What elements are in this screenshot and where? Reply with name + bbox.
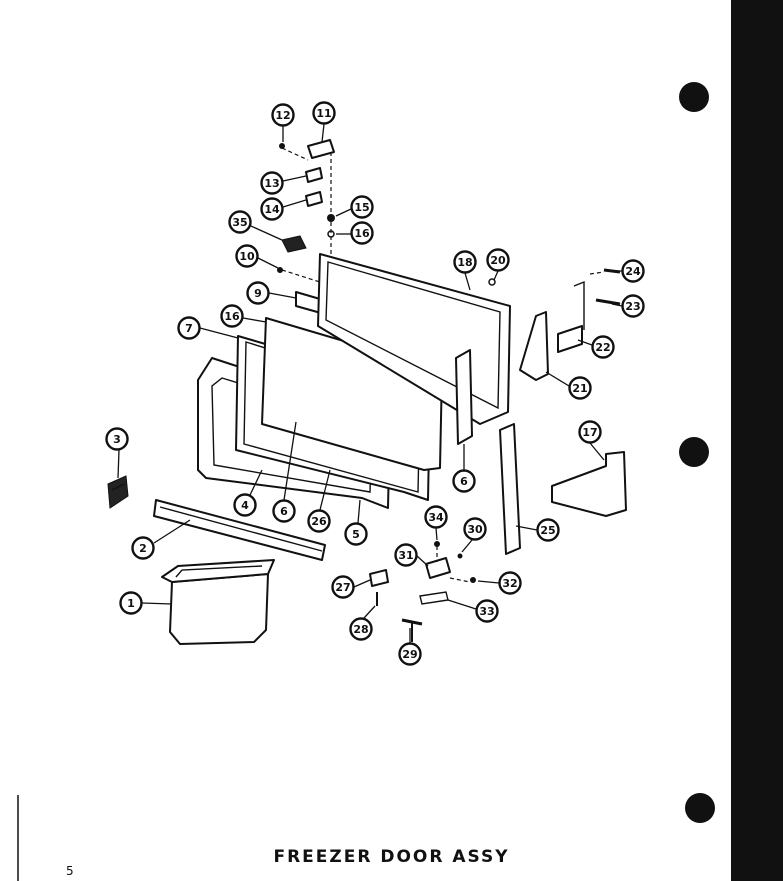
- assembly-lines: [281, 147, 605, 583]
- callout-6: 6: [272, 499, 296, 523]
- callout-3: 3: [105, 427, 129, 451]
- callout-label: 6: [280, 505, 288, 518]
- callout-11: 11: [312, 101, 336, 125]
- callout-label: 4: [241, 499, 249, 512]
- callout-28: 28: [349, 617, 373, 641]
- callout-22: 22: [591, 335, 615, 359]
- callout-7: 7: [177, 316, 201, 340]
- callout-label: 14: [264, 203, 280, 216]
- callout-label: 13: [264, 177, 279, 190]
- callout-16: 16: [350, 221, 374, 245]
- callout-label: 32: [502, 577, 517, 590]
- diagram-title: FREEZER DOOR ASSY: [273, 847, 510, 867]
- callout-15: 15: [350, 195, 374, 219]
- title-block: FREEZER DOOR ASSY: [0, 847, 783, 867]
- callout-label: 35: [232, 216, 247, 229]
- callout-label: 31: [398, 549, 413, 562]
- callout-label: 3: [113, 433, 121, 446]
- callout-label: 30: [467, 523, 483, 536]
- binding-strip: [731, 0, 783, 881]
- part-top-hinge: [277, 139, 496, 286]
- punch-hole-top: [679, 82, 709, 112]
- callout-29: 29: [398, 642, 422, 666]
- part-trim-strip: [153, 499, 326, 561]
- callout-17: 17: [578, 420, 602, 444]
- punch-hole-middle: [679, 437, 709, 467]
- callout-label: 24: [625, 265, 641, 278]
- callout-label: 16: [354, 227, 370, 240]
- callout-label: 11: [316, 107, 331, 120]
- callout-label: 6: [460, 475, 468, 488]
- callout-27: 27: [331, 575, 355, 599]
- callout-label: 26: [311, 515, 327, 528]
- callout-16: 16: [220, 304, 244, 328]
- callout-1: 1: [119, 591, 143, 615]
- part-bottom-hinge: [369, 541, 476, 642]
- callout-label: 5: [352, 528, 360, 541]
- callout-25: 25: [536, 518, 560, 542]
- callout-4: 4: [233, 493, 257, 517]
- callout-24: 24: [621, 259, 645, 283]
- callout-label: 20: [490, 254, 506, 267]
- part-bin: [161, 559, 275, 645]
- callout-label: 2: [139, 542, 147, 555]
- part-hinge-bracket: [519, 280, 585, 381]
- callout-23: 23: [621, 294, 645, 318]
- callout-label: 29: [402, 648, 417, 661]
- callout-label: 23: [625, 300, 640, 313]
- callout-label: 22: [595, 341, 610, 354]
- callout-33: 33: [475, 599, 499, 623]
- callout-31: 31: [394, 543, 418, 567]
- callout-label: 16: [224, 310, 240, 323]
- callout-label: 28: [353, 623, 368, 636]
- callout-6: 6: [452, 469, 476, 493]
- callout-9: 9: [246, 281, 270, 305]
- callout-2: 2: [131, 536, 155, 560]
- callout-label: 25: [540, 524, 555, 537]
- callout-label: 10: [239, 250, 255, 263]
- part-latch: [107, 475, 129, 509]
- callout-18: 18: [453, 250, 477, 274]
- part-vertical-strip: [499, 423, 521, 555]
- callout-label: 27: [335, 581, 350, 594]
- leader-lines: [117, 123, 623, 643]
- callout-13: 13: [260, 171, 284, 195]
- callout-10: 10: [235, 244, 259, 268]
- callout-label: 7: [185, 322, 193, 335]
- callout-label: 34: [428, 511, 444, 524]
- callout-label: 12: [275, 109, 290, 122]
- callout-label: 15: [354, 201, 369, 214]
- callout-32: 32: [498, 571, 522, 595]
- callout-26: 26: [307, 509, 331, 533]
- callout-label: 21: [572, 382, 587, 395]
- part-pin: [595, 268, 621, 306]
- part-l-bracket: [551, 451, 627, 517]
- callout-label: 33: [479, 605, 494, 618]
- punch-hole-bottom: [685, 793, 715, 823]
- page-number: 5: [66, 864, 74, 878]
- callout-14: 14: [260, 197, 284, 221]
- callout-20: 20: [486, 248, 510, 272]
- part-vertical-bar: [455, 349, 473, 445]
- callout-35: 35: [228, 210, 252, 234]
- callout-30: 30: [463, 517, 487, 541]
- callout-5: 5: [344, 522, 368, 546]
- callout-label: 9: [254, 287, 262, 300]
- part-block: [281, 235, 307, 253]
- callout-label: 1: [127, 597, 135, 610]
- callout-34: 34: [424, 505, 448, 529]
- callout-12: 12: [271, 103, 295, 127]
- callout-label: 17: [582, 426, 597, 439]
- callout-21: 21: [568, 376, 592, 400]
- callout-label: 18: [457, 256, 472, 269]
